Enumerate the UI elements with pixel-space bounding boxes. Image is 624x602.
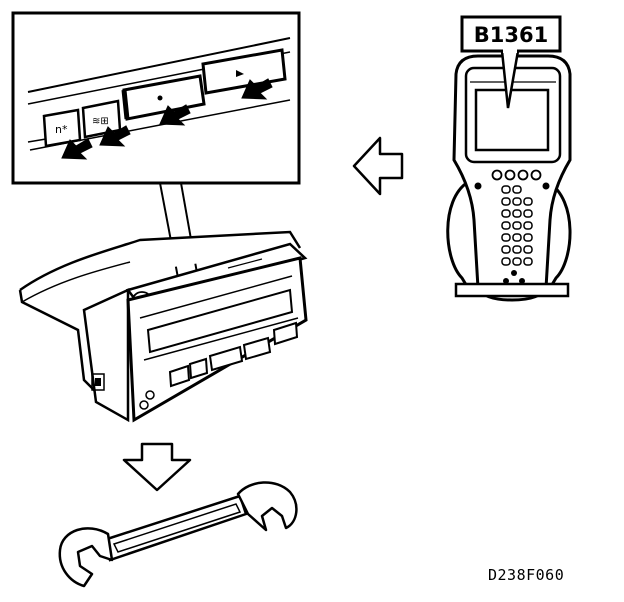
svg-text:≋⊞: ≋⊞: [92, 116, 109, 127]
hand-held-tester: [446, 54, 572, 302]
press-arrow-3: [159, 104, 191, 126]
panel-button-2: ≋⊞: [81, 99, 122, 139]
dtc-label-box: B1361: [460, 15, 562, 109]
panel-button-3: [121, 74, 206, 121]
panel-button-1: n*: [42, 108, 82, 148]
svg-text:n*: n*: [55, 123, 68, 136]
wrench-icon: [58, 481, 298, 588]
figure-id-label: D238F060: [488, 566, 564, 584]
dtc-code-label: B1361: [474, 23, 548, 47]
clock-display-unit: [18, 230, 308, 423]
hollow-arrow-left-icon: [352, 136, 404, 196]
press-arrow-2: [99, 125, 131, 147]
tester-keypad: [474, 169, 550, 292]
detail-panel: n* ≋⊞: [11, 11, 301, 185]
press-arrow-4: [241, 78, 273, 100]
press-arrow-1: [61, 138, 93, 160]
hollow-arrow-down-icon: [122, 442, 192, 492]
